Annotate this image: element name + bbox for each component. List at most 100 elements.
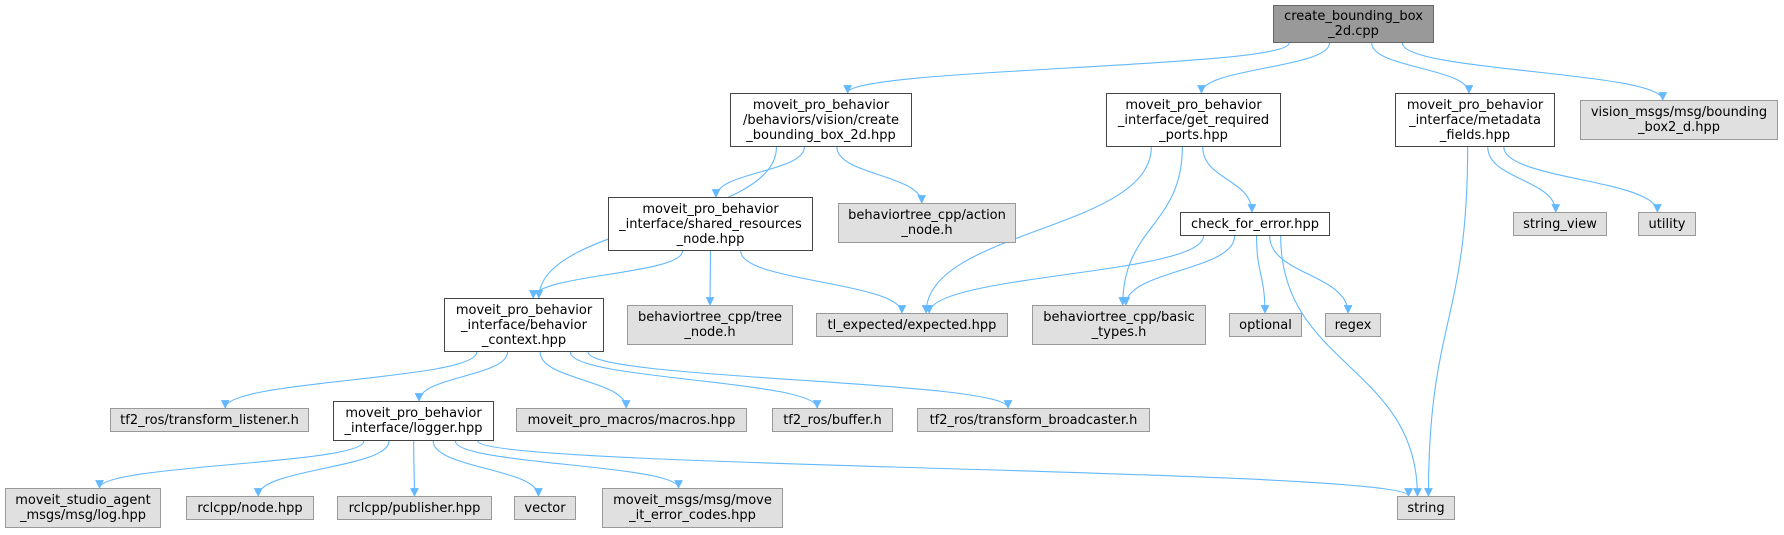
node-regex[interactable]: regex xyxy=(1325,313,1381,337)
node-behavior-context-hpp[interactable]: moveit_pro_behavior_interface/behavior_c… xyxy=(444,298,604,352)
node-utility[interactable]: utility xyxy=(1638,212,1696,236)
node-label-line: rclcpp/node.hpp xyxy=(197,500,303,516)
node-label-line: moveit_pro_behavior xyxy=(1125,97,1262,113)
node-label-line: behaviortree_cpp/action xyxy=(848,208,1006,223)
node-metadata-fields-hpp[interactable]: moveit_pro_behavior_interface/metadata_f… xyxy=(1395,93,1555,147)
node-label-line: moveit_pro_behavior xyxy=(1406,97,1544,113)
node-behaviortree-tree-node[interactable]: behaviortree_cpp/tree_node.h xyxy=(627,305,793,345)
node-label-line: /behaviors/vision/create xyxy=(742,112,900,128)
node-behaviortree-basic-types[interactable]: behaviortree_cpp/basic_types.h xyxy=(1032,305,1206,345)
edge-logger-to-move_it_error_codes xyxy=(454,440,683,489)
node-label-line: tf2_ros/buffer.h xyxy=(783,412,882,428)
node-label-line: _node.h xyxy=(684,325,736,340)
node-label-line: moveit_pro_macros/macros.hpp xyxy=(527,412,736,428)
edge-create_bbox_hpp-to-action_node xyxy=(836,146,927,204)
edge-root-to-create_bbox_hpp xyxy=(843,42,1290,94)
node-label-line: string xyxy=(1407,500,1445,516)
edge-logger-to-string xyxy=(477,440,1413,497)
node-tl-expected[interactable]: tl_expected/expected.hpp xyxy=(816,313,1008,337)
node-label-line: tf2_ros/transform_broadcaster.h xyxy=(929,412,1138,428)
node-label-line: utility xyxy=(1648,216,1686,232)
edge-check_for_error-to-optional xyxy=(1256,235,1270,314)
edge-check_for_error-to-basic_types xyxy=(1121,235,1236,306)
node-label-line: check_for_error.hpp xyxy=(1190,216,1320,232)
node-label-line: tf2_ros/transform_listener.h xyxy=(120,412,299,428)
edge-logger-to-vector xyxy=(432,440,543,497)
node-label-line: rclcpp/publisher.hpp xyxy=(348,500,481,516)
node-string-view[interactable]: string_view xyxy=(1513,212,1607,236)
node-label-line: moveit_studio_agent xyxy=(15,493,151,508)
edge-behavior_context-to-macros xyxy=(539,351,631,409)
node-label-line: moveit_pro_behavior xyxy=(455,302,593,318)
edge-get_required_ports-to-basic_types xyxy=(1118,146,1183,306)
node-check-for-error-hpp[interactable]: check_for_error.hpp xyxy=(1180,212,1330,236)
node-string[interactable]: string xyxy=(1397,496,1455,520)
node-label-line: moveit_msgs/msg/move xyxy=(613,493,772,508)
node-label-line: moveit_pro_behavior xyxy=(345,406,482,421)
edge-metadata_fields-to-string xyxy=(1424,146,1469,497)
edge-get_required_ports-to-tl_expected xyxy=(921,146,1152,314)
node-label-line: vision_msgs/msg/bounding xyxy=(1590,105,1768,120)
node-label-line: _bounding_box_2d.hpp xyxy=(746,127,896,143)
node-label-line: _node.h xyxy=(901,223,953,238)
node-moveit-msgs-move-it-error-codes[interactable]: moveit_msgs/msg/move_it_error_codes.hpp xyxy=(602,488,783,528)
edge-logger-to-log_hpp xyxy=(95,440,365,489)
node-label-line: _it_error_codes.hpp xyxy=(629,508,756,523)
edge-behavior_context-to-transform_listener xyxy=(220,351,478,409)
node-label-line: _ports.hpp xyxy=(1159,127,1228,143)
node-label-line: _interface/logger.hpp xyxy=(344,421,483,436)
node-tf2-buffer[interactable]: tf2_ros/buffer.h xyxy=(772,408,893,432)
node-label-line: _fields.hpp xyxy=(1439,127,1511,143)
edge-root-to-bounding_box2d xyxy=(1401,42,1668,101)
edge-check_for_error-to-tl_expected xyxy=(924,235,1205,314)
node-label-line: _2d.cpp xyxy=(1328,24,1379,39)
node-moveit-pro-macros[interactable]: moveit_pro_macros/macros.hpp xyxy=(516,408,747,432)
edge-root-to-metadata_fields xyxy=(1371,42,1474,94)
node-label-line: _box2_d.hpp xyxy=(1638,120,1720,135)
node-label-line: _node.hpp xyxy=(676,231,745,247)
edge-logger-to-rclcpp_publisher xyxy=(410,440,419,497)
node-vision-msgs-bounding-box2d[interactable]: vision_msgs/msg/bounding_box2_d.hpp xyxy=(1580,100,1778,140)
edge-get_required_ports-to-check_for_error xyxy=(1202,146,1257,213)
node-rclcpp-node[interactable]: rclcpp/node.hpp xyxy=(186,496,314,520)
node-label-line: behaviortree_cpp/basic xyxy=(1043,310,1195,325)
node-label-line: _interface/metadata xyxy=(1409,112,1541,128)
edge-shared_resources-to-behavior_context xyxy=(528,250,684,299)
node-label-line: create_bounding_box xyxy=(1284,9,1423,24)
edge-metadata_fields-to-string_view xyxy=(1487,146,1561,213)
node-label-line: tl_expected/expected.hpp xyxy=(827,317,997,333)
node-tf2-transform-broadcaster[interactable]: tf2_ros/transform_broadcaster.h xyxy=(917,408,1150,432)
node-optional[interactable]: optional xyxy=(1229,313,1302,337)
edge-check_for_error-to-string xyxy=(1280,235,1422,497)
node-logger-hpp[interactable]: moveit_pro_behavior_interface/logger.hpp xyxy=(333,401,494,441)
node-moveit-studio-agent-log[interactable]: moveit_studio_agent_msgs/msg/log.hpp xyxy=(5,488,161,528)
node-create-bounding-box-2d-cpp[interactable]: create_bounding_box_2d.cpp xyxy=(1273,5,1434,43)
node-label-line: _interface/get_required xyxy=(1117,112,1270,128)
node-label-line: behaviortree_cpp/tree xyxy=(638,310,782,325)
node-label-line: _msgs/msg/log.hpp xyxy=(19,508,147,523)
node-vector[interactable]: vector xyxy=(514,496,576,520)
node-label-line: _types.h xyxy=(1091,325,1147,340)
edge-behavior_context-to-buffer xyxy=(569,351,822,409)
node-label-line: regex xyxy=(1334,317,1372,333)
node-create-bounding-box-2d-hpp[interactable]: moveit_pro_behavior/behaviors/vision/cre… xyxy=(730,93,912,147)
node-tf2-transform-listener[interactable]: tf2_ros/transform_listener.h xyxy=(110,408,309,432)
node-label-line: _interface/behavior xyxy=(461,317,587,333)
edge-behavior_context-to-logger xyxy=(414,351,508,402)
node-label-line: string_view xyxy=(1523,216,1597,232)
edge-metadata_fields-to-utility xyxy=(1503,146,1662,213)
node-label-line: vector xyxy=(524,500,566,516)
edge-shared_resources-to-tl_expected xyxy=(740,250,907,314)
edge-check_for_error-to-regex xyxy=(1269,235,1353,314)
node-shared-resources-node-hpp[interactable]: moveit_pro_behavior_interface/shared_res… xyxy=(608,197,813,251)
node-label-line: optional xyxy=(1239,317,1292,333)
edge-behavior_context-to-transform_broadcaster xyxy=(587,351,1013,409)
node-label-line: moveit_pro_behavior xyxy=(642,201,779,217)
node-rclcpp-publisher[interactable]: rclcpp/publisher.hpp xyxy=(337,496,492,520)
node-get-required-ports-hpp[interactable]: moveit_pro_behavior_interface/get_requir… xyxy=(1106,93,1281,147)
edge-create_bbox_hpp-to-shared_resources xyxy=(711,146,805,198)
node-behaviortree-action-node[interactable]: behaviortree_cpp/action_node.h xyxy=(838,203,1016,243)
node-label-line: moveit_pro_behavior xyxy=(752,97,890,113)
